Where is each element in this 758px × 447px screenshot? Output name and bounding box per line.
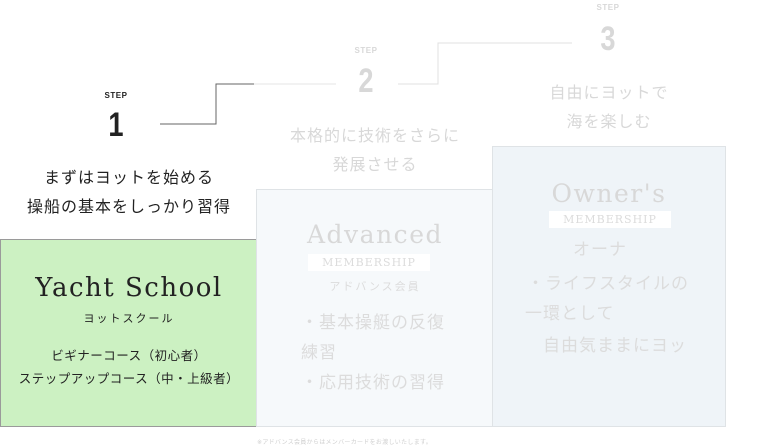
footnote: ※アドバンス会員からはメンバーカードをお渡しいたします。 [257, 439, 433, 446]
stair-line-2-to-3 [398, 42, 572, 85]
step2-description: 本格的に技術をさらに 発展させる [256, 121, 494, 179]
stair-line-1-to-2 [160, 83, 254, 125]
step2-label: STEP [354, 46, 378, 55]
owners-membership-card[interactable]: Owner's MEMBERSHIP オーナ ・ライフスタイルの 一環として 自… [492, 146, 726, 427]
step1-number: 1 [108, 106, 124, 144]
step1-description: まずはヨットを始める 操船の基本をしっかり習得 [0, 163, 258, 221]
yacht-school-card[interactable]: Yacht School ヨットスクール ビギナーコース（初心者） ステップアッ… [0, 239, 258, 427]
advanced-feature-2: ・応用技術の習得 [301, 373, 445, 393]
owners-feature-1-cont2: 自由気ままにヨッ [543, 336, 687, 356]
owners-kana: オーナ [573, 240, 627, 260]
step3-desc-line1: 自由にヨットで [549, 83, 669, 102]
advanced-membership-badge: MEMBERSHIP [308, 254, 430, 271]
step2-desc-line2: 発展させる [332, 155, 418, 174]
yacht-school-beginner-course: ビギナーコース（初心者） [51, 348, 207, 363]
step3-number: 3 [600, 20, 616, 58]
step2-desc-line1: 本格的に技術をさらに [289, 126, 460, 145]
step3-description: 自由にヨットで 海を楽しむ [492, 78, 726, 136]
advanced-feature-1: ・基本操艇の反復 [301, 313, 445, 333]
step3-desc-line2: 海を楽しむ [566, 112, 652, 131]
advanced-membership-card[interactable]: Advanced MEMBERSHIP アドバンス会員 ・基本操艇の反復 練習 … [256, 189, 494, 427]
yacht-school-kana: ヨットスクール [83, 312, 175, 325]
owners-membership-badge: MEMBERSHIP [549, 211, 671, 228]
advanced-title: Advanced [307, 220, 443, 249]
yacht-school-stepup-course: ステップアップコース（中・上級者） [18, 371, 240, 386]
advanced-feature-1-cont: 練習 [301, 343, 337, 363]
owners-feature-1-cont: 一環として [525, 304, 615, 324]
yacht-school-title: Yacht School [35, 273, 223, 303]
step3-label: STEP [596, 3, 620, 12]
advanced-kana: アドバンス会員 [329, 280, 421, 293]
step1-desc-line1: まずはヨットを始める [43, 168, 214, 187]
step1-desc-line2: 操船の基本をしっかり習得 [26, 197, 231, 216]
owners-title: Owner's [551, 179, 667, 208]
owners-feature-1: ・ライフスタイルの [527, 274, 689, 294]
step1-label: STEP [104, 91, 128, 100]
step2-number: 2 [358, 62, 374, 100]
